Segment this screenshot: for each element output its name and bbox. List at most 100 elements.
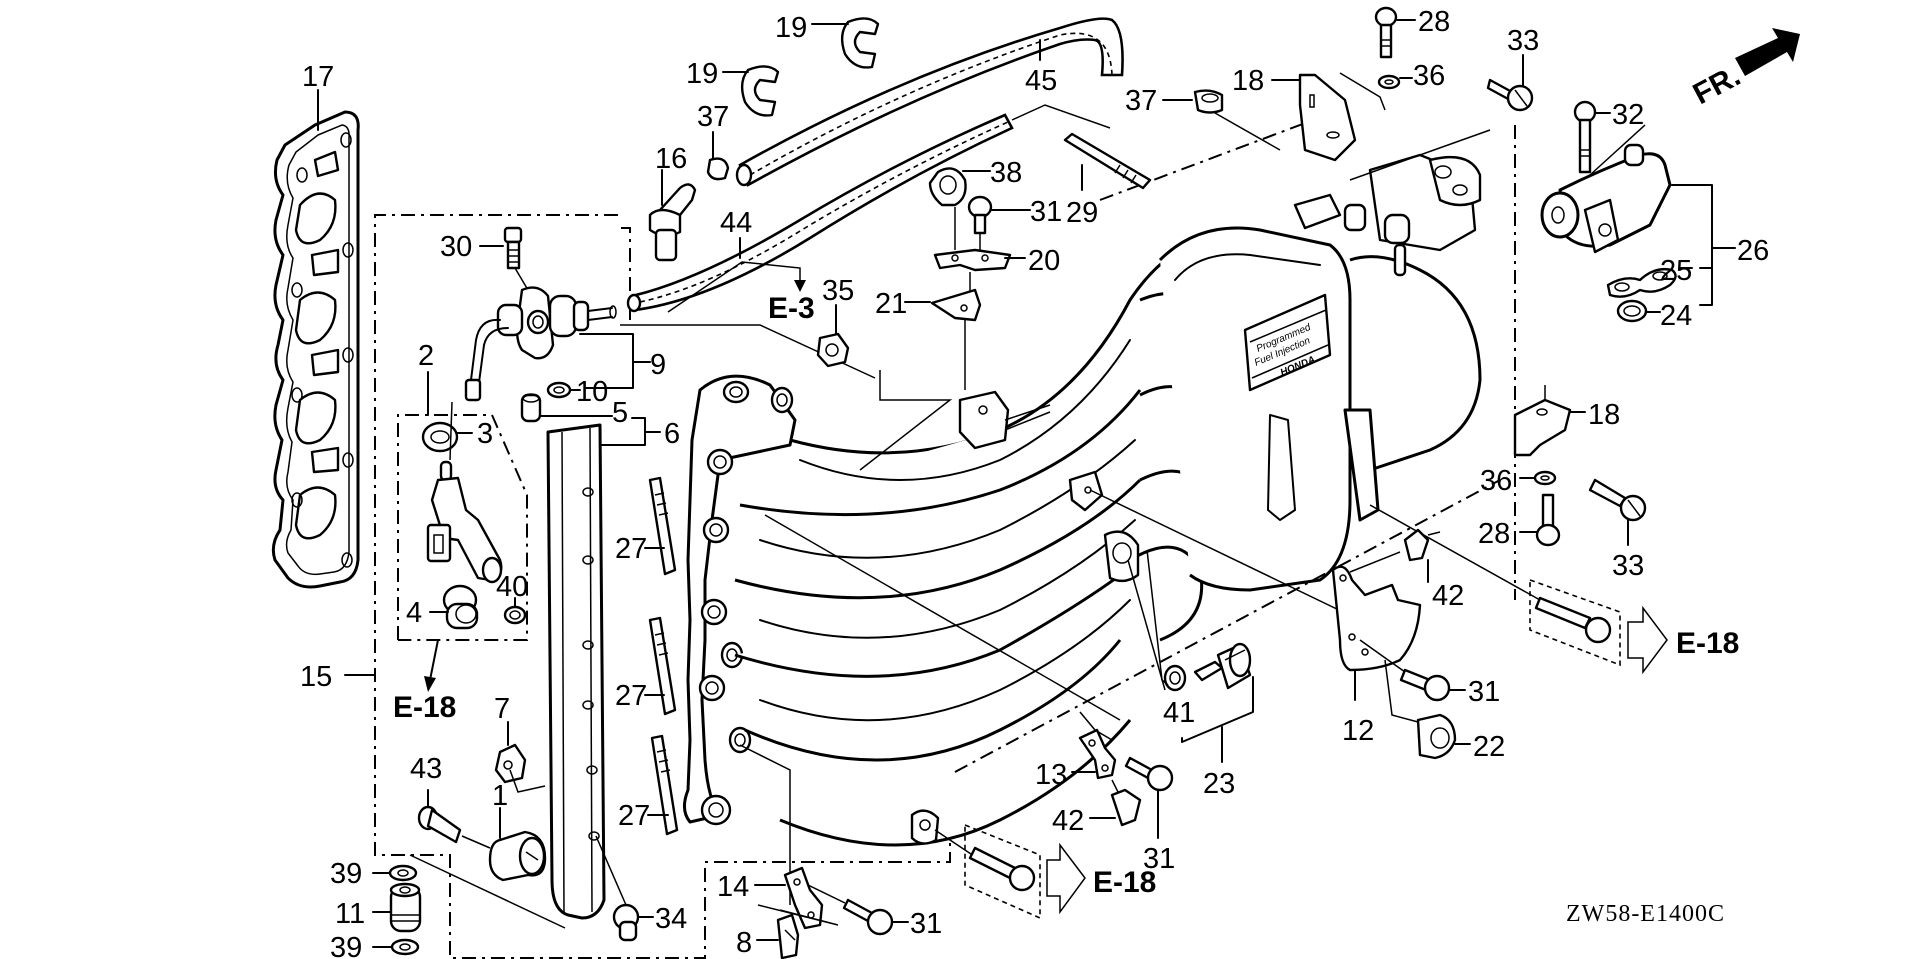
part-19-clip-right: [811, 17, 880, 69]
part-39-washer-upper: [372, 854, 566, 929]
callout-4: 4: [406, 597, 422, 629]
part-31-bolt-top: [967, 195, 1031, 254]
diagram-code: ZW58-E1400C: [1566, 901, 1725, 927]
callout-35: 35: [822, 275, 854, 307]
part-35-nut: [816, 304, 850, 368]
part-31-bolt-lower-middle: [1124, 756, 1174, 839]
callout-34: 34: [655, 903, 687, 935]
callout-37-right: 37: [1125, 85, 1157, 117]
part-28-bolt-right: [1519, 493, 1561, 547]
part-27-stud-lower: [647, 734, 679, 836]
callout-31-top: 31: [1030, 196, 1062, 228]
front-label: FR.: [1688, 59, 1746, 111]
part-42-clip-lower: [1089, 779, 1142, 827]
part-36-washer-top: [1377, 74, 1413, 90]
part-injector: [426, 401, 503, 584]
part-41-washer: [1146, 549, 1187, 692]
callout-45: 45: [1025, 65, 1057, 97]
callout-36-right: 36: [1480, 465, 1512, 497]
ref-label-e3[interactable]: E-3: [768, 292, 815, 325]
callout-14: 14: [717, 871, 749, 903]
part-16-pcv-valve: [648, 169, 697, 262]
callout-26: 26: [1737, 235, 1769, 267]
callout-2: 2: [418, 340, 434, 372]
part-27-stud-middle: [644, 616, 677, 716]
part-39-washer-lower: [372, 938, 420, 956]
callout-11: 11: [335, 898, 365, 930]
part-8-clip: [756, 913, 800, 959]
callout-18-top: 18: [1232, 65, 1264, 97]
callout-3: 3: [477, 418, 493, 450]
part-44-hose: [626, 104, 1111, 313]
arrow-to-e18-right: [1529, 578, 1668, 675]
callout-32: 32: [1612, 99, 1644, 131]
front-direction-indicator: FR.: [1688, 28, 1800, 111]
callout-10: 10: [576, 376, 608, 408]
callout-22: 22: [1473, 731, 1505, 763]
arrow-to-e18-left: [424, 639, 439, 692]
callout-28-right: 28: [1478, 518, 1510, 550]
part-7-nut: [494, 721, 546, 793]
callout-43: 43: [410, 753, 442, 785]
callout-27-upper: 27: [615, 533, 647, 565]
front-arrow-icon: [1735, 28, 1800, 76]
callout-6: 6: [664, 418, 680, 450]
callout-31-right: 31: [1468, 676, 1500, 708]
part-12-bracket: [1331, 565, 1422, 701]
callout-27-lower: 27: [618, 800, 650, 832]
assembly-15-bracket-lines: [344, 214, 951, 959]
callout-29: 29: [1066, 197, 1098, 229]
assembly-2-injector-group: [397, 371, 528, 641]
callout-19-right: 19: [775, 12, 807, 44]
part-30-bolt: [479, 226, 529, 291]
ref-label-e18-left[interactable]: E-18: [393, 691, 456, 724]
part-28-bolt-top: [1374, 6, 1416, 59]
callout-15: 15: [300, 661, 332, 693]
part-29-stud: [1063, 132, 1152, 191]
callout-37-left: 37: [697, 101, 729, 133]
arrow-to-e18-bottom: [964, 823, 1086, 920]
callout-17: 17: [302, 61, 334, 93]
part-38-grommet: [928, 167, 991, 250]
part-37-hose-clamp-left: [706, 131, 730, 181]
part-18-bracket-right: [1513, 385, 1586, 457]
part-25-gasket: [1606, 267, 1713, 298]
leader-lines: [618, 109, 1541, 905]
part-11-grommet: [372, 882, 422, 933]
ref-label-e18-right[interactable]: E-18: [1676, 627, 1739, 660]
part-34-nut: [595, 835, 654, 942]
callout-33-right: 33: [1612, 550, 1644, 582]
part-22-clamp: [1384, 659, 1471, 760]
callout-39-upper: 39: [330, 858, 362, 890]
callout-44: 44: [720, 207, 752, 239]
part-21-bracket: [904, 272, 982, 390]
part-24-seal: [1616, 299, 1661, 323]
part-20-bracket: [933, 248, 1026, 272]
part-9-fuel-pressure-regulator: [464, 286, 651, 402]
callout-38: 38: [990, 157, 1022, 189]
callout-36-top: 36: [1413, 60, 1445, 92]
part-19-clip-left: [722, 65, 780, 117]
callout-25: 25: [1660, 255, 1692, 287]
ref-label-e18-bottom[interactable]: E-18: [1093, 866, 1156, 899]
callout-31-bottom: 31: [910, 908, 942, 940]
callout-39-lower: 39: [330, 932, 362, 959]
part-fuel-rail: [546, 423, 606, 920]
callout-23: 23: [1203, 768, 1235, 800]
part-36-washer-right: [1519, 470, 1557, 486]
part-45-breather-hose: [735, 17, 1124, 187]
callout-13: 13: [1035, 759, 1067, 791]
callout-42-lower: 42: [1052, 805, 1084, 837]
part-31-bolt-right: [1359, 639, 1466, 702]
part-10-o-ring: [546, 381, 581, 399]
part-43-bolt: [417, 789, 491, 849]
callout-5: 5: [612, 397, 628, 429]
callout-40: 40: [496, 571, 528, 603]
part-3-seal-ring: [421, 421, 473, 453]
part-26-iac-valve: [1540, 124, 1736, 306]
part-37-hose-clamp-right: [1162, 89, 1281, 151]
part-1-collar: [488, 807, 547, 882]
part-14-bracket: [754, 866, 839, 930]
callout-12: 12: [1342, 715, 1374, 747]
callout-9: 9: [650, 349, 666, 381]
